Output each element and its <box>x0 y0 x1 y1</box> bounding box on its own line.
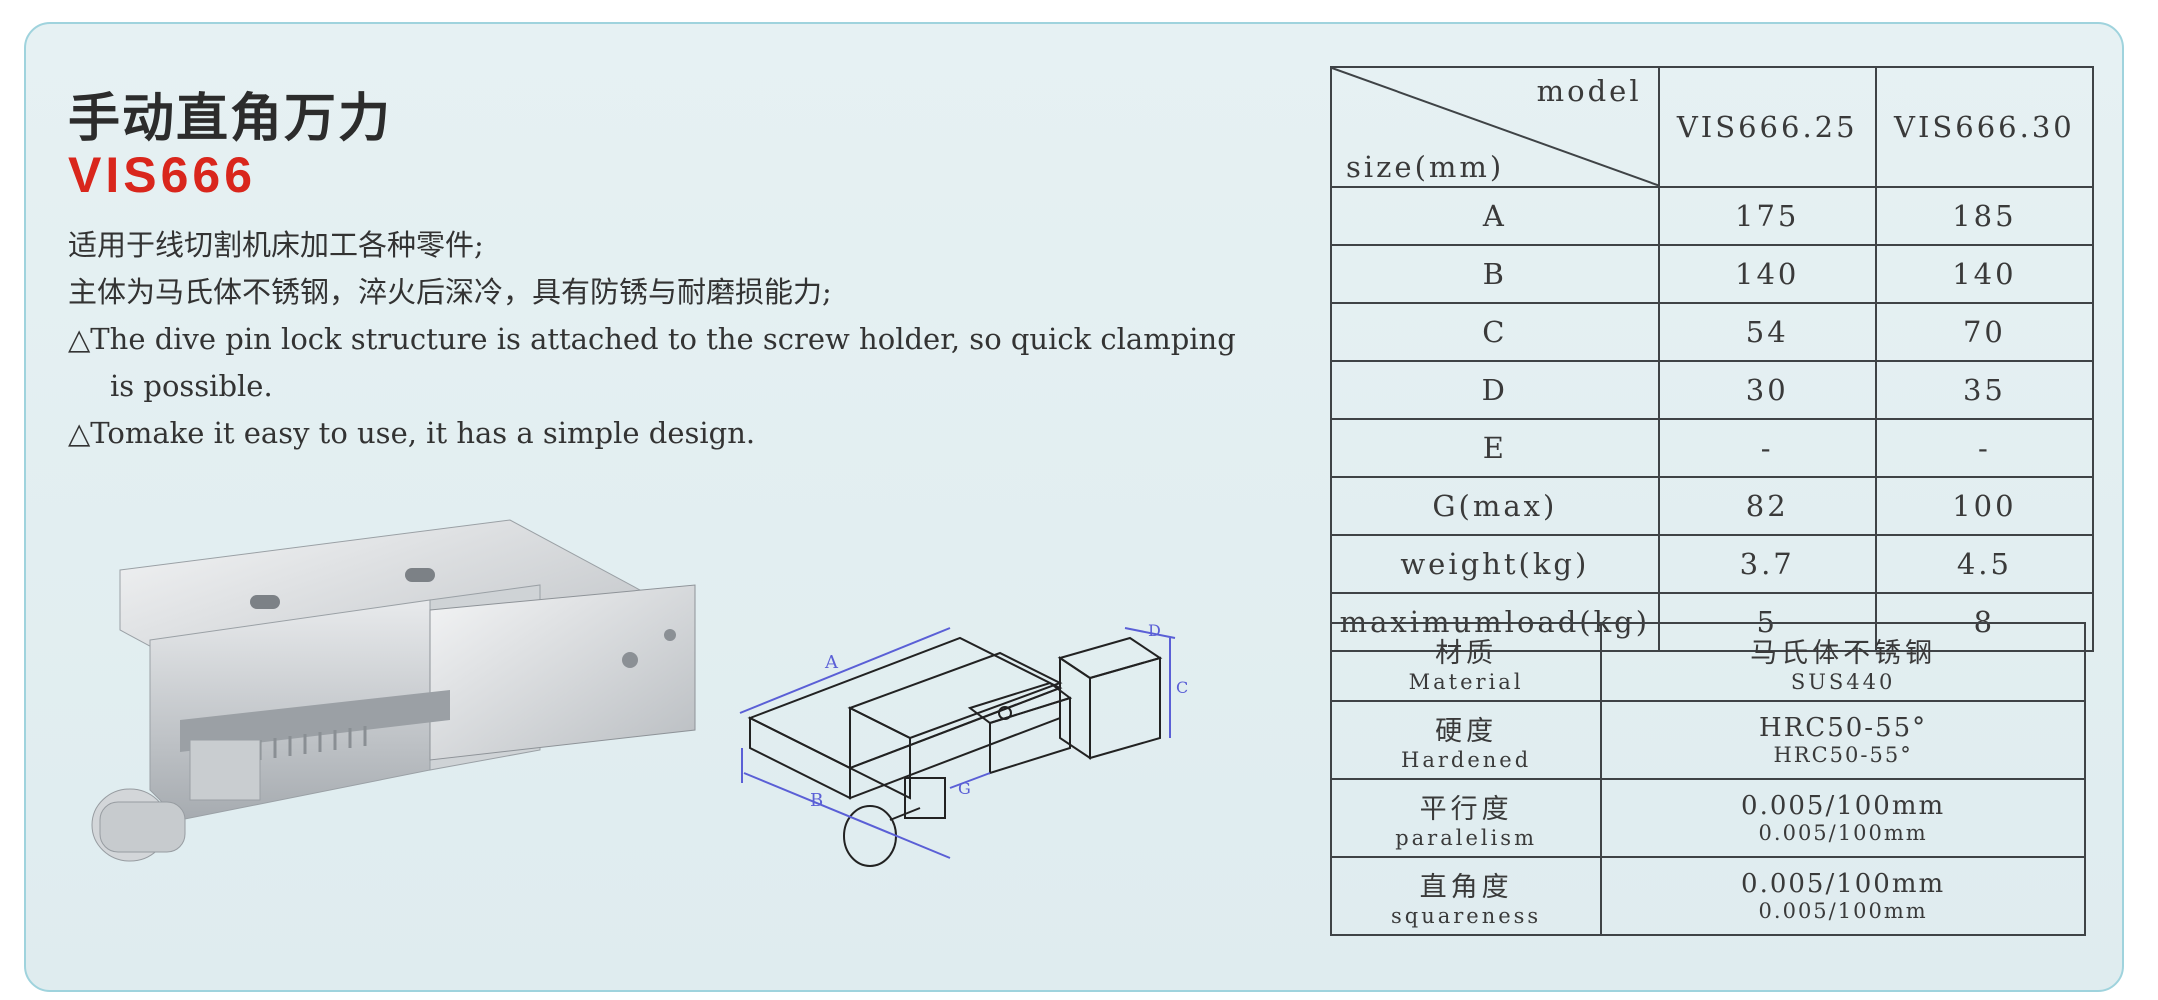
spec-corner-cell: model size(mm) <box>1330 66 1660 188</box>
spec-value: - <box>1657 418 1877 478</box>
property-value-main: 0.005/100mm <box>1741 869 1946 899</box>
product-model: VIS666 <box>68 147 257 203</box>
property-row: 硬度 Hardened HRC50-55° HRC50-55° <box>1329 700 2086 780</box>
property-value: 0.005/100mm 0.005/100mm <box>1600 778 2086 858</box>
property-row: 材质 Material 马氏体不锈钢 SUS440 <box>1329 622 2086 702</box>
dimension-label-d: D <box>1148 621 1161 640</box>
description-line: 主体为马氏体不锈钢，淬火后深冷，具有防锈与耐磨损能力; <box>68 275 832 309</box>
product-title: 手动直角万力 <box>68 89 393 149</box>
property-label-cn: 直角度 <box>1419 871 1513 903</box>
property-label-en: paralelism <box>1395 825 1537 850</box>
corner-size-label: size(mm) <box>1346 150 1505 184</box>
spec-row: weight(kg) 3.7 4.5 <box>1330 534 2095 594</box>
property-value-sub: HRC50-55° <box>1773 743 1913 767</box>
spec-table: model size(mm) VIS666.25 VIS666.30 A 175… <box>1330 66 2095 652</box>
vise-dimension-drawing: A B C D G <box>739 621 1188 867</box>
spec-row: B 140 140 <box>1330 244 2095 304</box>
spec-value: 3.7 <box>1657 534 1877 594</box>
description-list: 适用于线切割机床加工各种零件; 主体为马氏体不锈钢，淬火后深冷，具有防锈与耐磨损… <box>68 222 1268 457</box>
property-row: 平行度 paralelism 0.005/100mm 0.005/100mm <box>1329 778 2086 858</box>
description-line: 适用于线切割机床加工各种零件; <box>68 228 484 262</box>
corner-model-label: model <box>1536 74 1642 108</box>
spec-label: A <box>1330 186 1660 246</box>
spec-row: A 175 185 <box>1330 186 2095 246</box>
spec-row: G(max) 82 100 <box>1330 476 2095 536</box>
dimension-label-b: B <box>810 790 823 811</box>
property-value-main: 0.005/100mm <box>1741 791 1946 821</box>
properties-table: 材质 Material 马氏体不锈钢 SUS440 硬度 Hardened HR… <box>1329 622 2086 936</box>
spec-row: E - - <box>1330 418 2095 478</box>
property-label-cn: 平行度 <box>1419 793 1513 825</box>
description-line: △The dive pin lock structure is attached… <box>68 322 1236 356</box>
spec-label: B <box>1330 244 1660 304</box>
vise-photo <box>91 519 696 862</box>
property-value: HRC50-55° HRC50-55° <box>1600 700 2086 780</box>
spec-value: 140 <box>1874 244 2095 304</box>
spec-value: 70 <box>1874 302 2095 362</box>
spec-value: 175 <box>1657 186 1877 246</box>
description-line: is possible. <box>110 369 273 403</box>
spec-value: 185 <box>1874 186 2095 246</box>
description-line: △Tomake it easy to use, it has a simple … <box>68 416 756 450</box>
property-label-en: squareness <box>1390 903 1542 928</box>
property-label-en: Hardened <box>1401 747 1532 772</box>
spec-label: C <box>1330 302 1660 362</box>
property-value-main: 马氏体不锈钢 <box>1750 637 1937 669</box>
property-label-en: Material <box>1408 669 1524 694</box>
property-label-cn: 材质 <box>1435 637 1498 669</box>
spec-label: weight(kg) <box>1330 534 1660 594</box>
diagonal-divider <box>1332 68 1660 186</box>
property-row: 直角度 squareness 0.005/100mm 0.005/100mm <box>1329 856 2086 936</box>
spec-value: 100 <box>1874 476 2095 536</box>
property-label: 直角度 squareness <box>1329 856 1603 936</box>
spec-label: D <box>1330 360 1660 420</box>
spec-value: 35 <box>1874 360 2095 420</box>
spec-label: E <box>1330 418 1660 478</box>
spec-header-row: model size(mm) VIS666.25 VIS666.30 <box>1330 66 2095 188</box>
spec-value: 82 <box>1657 476 1877 536</box>
dimension-label-g: G <box>958 779 971 798</box>
property-value: 0.005/100mm 0.005/100mm <box>1600 856 2086 936</box>
property-label-cn: 硬度 <box>1435 715 1498 747</box>
dimension-label-a: A <box>824 652 839 673</box>
dimension-label-c: C <box>1176 678 1188 697</box>
spec-value: 54 <box>1657 302 1877 362</box>
property-value-sub: 0.005/100mm <box>1758 821 1928 845</box>
spec-value: 30 <box>1657 360 1877 420</box>
property-value-sub: 0.005/100mm <box>1758 899 1928 923</box>
property-value: 马氏体不锈钢 SUS440 <box>1600 622 2086 702</box>
spec-value: 4.5 <box>1874 534 2095 594</box>
spec-value: 140 <box>1657 244 1877 304</box>
property-value-sub: SUS440 <box>1790 669 1896 694</box>
model-header: VIS666.30 <box>1874 66 2095 188</box>
property-label: 硬度 Hardened <box>1329 700 1603 780</box>
spec-row: D 30 35 <box>1330 360 2095 420</box>
property-value-main: HRC50-55° <box>1759 713 1928 743</box>
spec-label: G(max) <box>1330 476 1660 536</box>
property-label: 平行度 paralelism <box>1329 778 1603 858</box>
spec-row: C 54 70 <box>1330 302 2095 362</box>
property-label: 材质 Material <box>1329 622 1603 702</box>
spec-value: - <box>1874 418 2095 478</box>
model-header: VIS666.25 <box>1657 66 1877 188</box>
